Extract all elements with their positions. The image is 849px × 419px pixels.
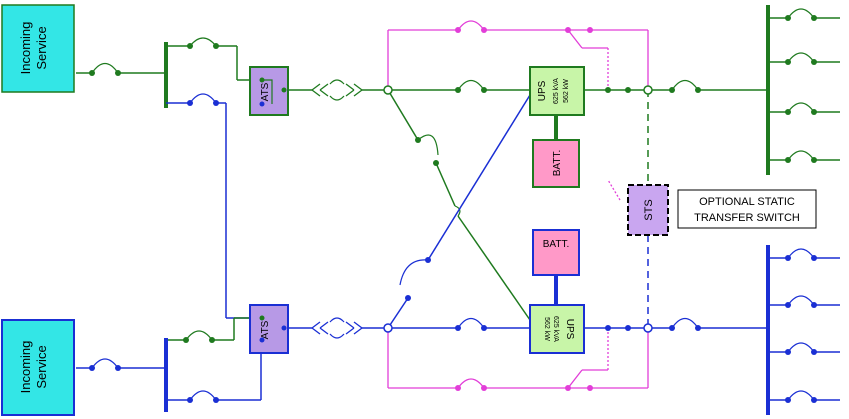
node-top-right [643,85,653,95]
ups-bottom: UPS 625 kVA 562 kW [529,304,585,354]
ats-top-label: ATS [260,82,271,101]
top-system [76,5,840,341]
ups-bottom-kva: 625 kVA [552,316,559,342]
ats-bottom-label: ATS [260,320,271,339]
static-transfer-switch: STS [627,184,669,236]
green-tie-bottom-ats [185,317,262,341]
ups-top-kva: 625 kVA [553,78,560,104]
incoming-bottom-line1: Incoming [18,341,33,394]
terminals-blue [89,100,817,403]
optional-note-line1: OPTIONAL STATIC [699,196,795,208]
battery-top: BATT. [532,139,580,188]
ups-bottom-kw: 562 kW [543,317,550,341]
ups-top-kw: 562 kW [563,79,570,103]
battery-top-label: BATT. [552,150,563,176]
incoming-service-top: Incoming Service [1,4,75,93]
incoming-top-line2: Service [34,26,49,69]
ups-top-title: UPS [537,80,548,101]
ups-top: UPS 625 kVA 562 kW [529,66,585,116]
node-bottom-right [643,323,653,333]
bottom-system [76,93,840,415]
ats-top: ATS [249,66,289,116]
battery-bottom-label: BATT. [543,239,569,250]
terminals-green [89,15,817,343]
node-bottom-left [383,323,393,333]
optional-sts-note: OPTIONAL STATIC TRANSFER SWITCH [677,189,817,229]
drawout-connector-bottom [311,317,363,339]
incoming-bottom-line2: Service [34,345,49,388]
drawout-connector-top [311,79,363,101]
incoming-top-line1: Incoming [18,22,33,75]
ats-bottom: ATS [249,304,289,354]
battery-bottom: BATT. [532,229,580,276]
node-top-left [383,85,393,95]
ups-bottom-title: UPS [564,319,575,340]
terminals-magenta [455,27,593,391]
optional-note-line2: TRANSFER SWITCH [694,212,800,224]
bypass-paths [387,20,649,389]
incoming-service-bottom: Incoming Service [1,319,75,416]
sts-label: STS [643,199,655,220]
